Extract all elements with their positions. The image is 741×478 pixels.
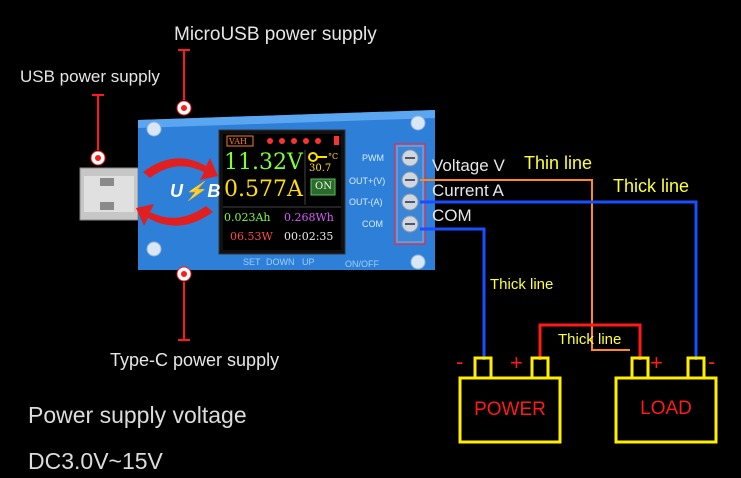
micro-usb-label: MicroUSB power supply xyxy=(174,24,377,45)
thick-line-mid-label: Thick line xyxy=(490,276,554,293)
up-button-label[interactable]: UP xyxy=(302,257,315,267)
wire-power-load-red xyxy=(538,323,642,360)
load-label: LOAD xyxy=(640,398,692,419)
micro-usb-callout xyxy=(176,49,192,116)
terminal-outv-label: OUT+(V) xyxy=(349,176,386,186)
wire-com-thick xyxy=(420,227,486,360)
energy-reading: 0.268Wh xyxy=(284,211,334,224)
load-plus: + xyxy=(650,350,663,375)
power-minus: - xyxy=(456,349,464,374)
mode-indicator: VAH xyxy=(229,137,247,146)
com-label: COM xyxy=(432,206,472,225)
terminal-outa-label: OUT-(A) xyxy=(349,197,383,207)
wire-current-thick xyxy=(420,200,698,360)
usb-label: USB power supply xyxy=(20,67,160,86)
typec-callout xyxy=(176,266,192,341)
down-button-label[interactable]: DOWN xyxy=(266,257,295,267)
terminal-block xyxy=(394,143,426,245)
current-a-label: Current A xyxy=(432,181,504,200)
typec-label: Type-C power supply xyxy=(110,350,280,370)
logo-arrow-icon-2 xyxy=(136,204,213,226)
supply-voltage-title: Power supply voltage xyxy=(28,402,247,428)
load-box-shape xyxy=(614,356,718,444)
thin-line-label: Thin line xyxy=(524,153,593,173)
power-label: POWER xyxy=(474,399,546,420)
power-plus: + xyxy=(510,350,523,375)
usb-plug xyxy=(79,167,139,221)
terminal-com-label: COM xyxy=(362,219,383,229)
capacity-reading: 0.023Ah xyxy=(224,211,271,224)
key-icon xyxy=(308,152,327,162)
terminal-pwm-label: PWM xyxy=(362,153,384,163)
temperature-reading: 30.7 xyxy=(309,163,332,174)
state-badge: ON xyxy=(315,181,332,192)
current-reading: 0.577A xyxy=(224,177,303,202)
on-badge xyxy=(310,178,336,196)
voltage-v-label: Voltage V xyxy=(432,156,505,175)
thick-line-right-label: Thick line xyxy=(613,176,690,196)
power-box-shape xyxy=(458,356,562,444)
usb-callout xyxy=(90,94,106,166)
thick-line-bottom-label: Thick line xyxy=(558,331,622,348)
temp-unit: °C xyxy=(328,152,339,161)
usb-logo: U⚡B xyxy=(170,181,222,201)
wire-voltage-thin xyxy=(420,179,630,351)
logo-arrow-icon xyxy=(143,158,218,180)
time-reading: 00:02:35 xyxy=(284,230,334,243)
voltage-reading: 11.32V xyxy=(224,150,303,175)
power-reading: 06.53W xyxy=(230,230,273,243)
set-button-label[interactable]: SET xyxy=(243,257,261,267)
onoff-button-label[interactable]: ON/OFF xyxy=(345,259,379,269)
load-minus: - xyxy=(708,349,716,374)
supply-voltage-range: DC3.0V~15V xyxy=(28,448,163,474)
